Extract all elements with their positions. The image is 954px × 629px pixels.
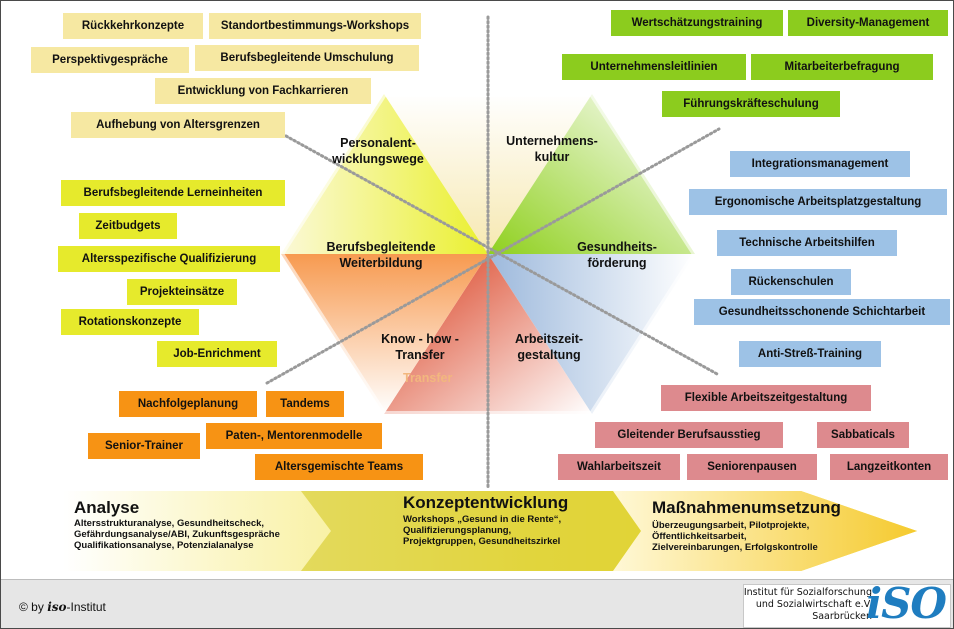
- tag-gleitender-berufsausstieg: Gleitender Berufsausstieg: [595, 422, 783, 448]
- segment-label-line: wicklungswege: [332, 152, 424, 166]
- tag-ergonomische-arbeitsplatzgestaltung: Ergonomische Arbeitsplatzgestaltung: [689, 189, 947, 215]
- tag-job-enrichment: Job-Enrichment: [157, 341, 277, 367]
- copyright-prefix: © by: [19, 600, 48, 614]
- segment-label-line: Transfer: [395, 348, 445, 362]
- tag-berufsbegleitende-lerneinheiten: Berufsbegleitende Lerneinheiten: [61, 180, 285, 206]
- tag-altersspezifische-qualifizierung: Altersspezifische Qualifizierung: [58, 246, 280, 272]
- tag-anti-stress-training: Anti-Streß-Training: [739, 341, 881, 367]
- tag-flexible-arbeitszeitgestaltung: Flexible Arbeitszeitgestaltung: [661, 385, 871, 411]
- segment-gesundheitsfoerderung: [488, 254, 695, 414]
- tag-mitarbeiterbefragung: Mitarbeiterbefragung: [751, 54, 933, 80]
- segment-label-line: kultur: [534, 150, 570, 164]
- institute-line: Institut für Sozialforschung: [743, 587, 872, 598]
- segment-unternehmenskultur: [488, 94, 695, 254]
- tag-diversity-management: Diversity-Management: [788, 10, 948, 36]
- segment-knowhow-transfer: [281, 254, 488, 414]
- footer: © by iso-Institut Institut für Sozialfor…: [1, 579, 953, 628]
- tag-altersgemischte-teams: Altersgemischte Teams: [255, 454, 423, 480]
- phase-text-analyse: Altersstrukturanalyse, Gesundheitscheck,…: [74, 518, 280, 551]
- tag-perspektivgespraeche: Perspektivgespräche: [31, 47, 189, 73]
- phase-title-analyse: Analyse: [74, 498, 140, 517]
- tag-fuehrungskraefteschulung: Führungskräfteschulung: [662, 91, 840, 117]
- phase-line: Altersstrukturanalyse, Gesundheitscheck,: [74, 518, 265, 529]
- tag-wertschaetzungstraining: Wertschätzungstraining: [611, 10, 783, 36]
- institute-line: und Sozialwirtschaft e.V.: [755, 599, 872, 610]
- segment-label-knowhow-transfer: Know - how - Transfer: [367, 331, 473, 363]
- copyright-brand: iso: [47, 600, 67, 614]
- phase-line: Öffentlichkeitsarbeit,: [652, 531, 747, 542]
- phase-line: Workshops „Gesund in die Rente“,: [403, 514, 562, 525]
- segment-label-line: Weiterbildung: [339, 256, 423, 270]
- segment-label-line: Personalent-: [340, 136, 416, 150]
- segment-label-line: Berufsbegleitende: [326, 240, 436, 254]
- phase-text-massnahmenumsetzung: Überzeugungsarbeit, Pilotprojekte, Öffen…: [652, 520, 818, 553]
- segment-label-personalentwicklung: Personalent- wicklungswege: [319, 135, 437, 167]
- tag-rotationskonzepte: Rotationskonzepte: [61, 309, 199, 335]
- tag-seniorenpausen: Seniorenpausen: [687, 454, 817, 480]
- institute-line: Saarbrücken: [812, 611, 872, 622]
- tag-zeitbudgets: Zeitbudgets: [79, 213, 177, 239]
- tag-entwicklung-von-fachkarrieren: Entwicklung von Fachkarrieren: [155, 78, 371, 104]
- tag-langzeitkonten: Langzeitkonten: [830, 454, 948, 480]
- segment-label-line: förderung: [587, 256, 647, 270]
- segment-label-line: Arbeitszeit-: [514, 332, 584, 346]
- tag-wahlarbeitszeit: Wahlarbeitszeit: [558, 454, 680, 480]
- copyright-notice: © by iso-Institut: [19, 600, 106, 614]
- segment-label-line: Know - how -: [381, 332, 459, 346]
- tag-technische-arbeitshilfen: Technische Arbeitshilfen: [717, 230, 897, 256]
- institute-name: Institut für Sozialforschung und Sozialw…: [742, 587, 872, 623]
- segment-label-line: gestaltung: [517, 348, 581, 362]
- tag-nachfolgeplanung: Nachfolgeplanung: [119, 391, 257, 417]
- copyright-suffix: -Institut: [66, 600, 106, 614]
- phase-line: Gefährdungsanalyse/ABI, Zukunftsgespräch…: [74, 529, 280, 540]
- tag-paten-mentorenmodelle: Paten-, Mentorenmodelle: [206, 423, 382, 449]
- phase-line: Zielvereinbarungen, Erfolgskontrolle: [652, 542, 818, 553]
- tag-tandems: Tandems: [266, 391, 344, 417]
- segment-label-gesundheitsfoerderung: Gesundheits- förderung: [561, 239, 673, 271]
- phase-line: Qualifizierungsplanung,: [403, 525, 512, 536]
- tag-berufsbegleitende-umschulung: Berufsbegleitende Umschulung: [195, 45, 419, 71]
- tag-sabbaticals: Sabbaticals: [817, 422, 909, 448]
- phase-title-konzeptentwicklung: Konzeptentwicklung: [403, 493, 569, 512]
- tag-rueckenschulen: Rückenschulen: [731, 269, 851, 295]
- phase-title-massnahmenumsetzung: Maßnahmenumsetzung: [652, 498, 841, 517]
- tag-standortbestimmungs-workshops: Standortbestimmungs-Workshops: [209, 13, 421, 39]
- institute-logo-box: Institut für Sozialforschung und Sozialw…: [742, 579, 951, 628]
- segment-ghost-label: Transfer: [403, 371, 453, 385]
- phase-line: Qualifikationsanalyse, Potenzialanalyse: [74, 540, 254, 551]
- tag-unternehmensleitlinien: Unternehmensleitlinien: [562, 54, 746, 80]
- segment-label-arbeitszeitgestaltung: Arbeitszeit- gestaltung: [493, 331, 605, 363]
- phase-line: Projektgruppen, Gesundheitszirkel: [403, 536, 561, 547]
- tag-projekteinsaetze: Projekteinsätze: [127, 279, 237, 305]
- tag-integrationsmanagement: Integrationsmanagement: [730, 151, 910, 177]
- phase-line: Überzeugungsarbeit, Pilotprojekte,: [652, 520, 810, 531]
- tag-aufhebung-von-altersgrenzen: Aufhebung von Altersgrenzen: [71, 112, 285, 138]
- tag-gesundheitsschonende-schichtarbeit: Gesundheitsschonende Schichtarbeit: [694, 299, 950, 325]
- tag-senior-trainer: Senior-Trainer: [88, 433, 200, 459]
- segment-weiterbildung: [281, 94, 488, 254]
- phase-text-konzeptentwicklung: Workshops „Gesund in die Rente“, Qualifi…: [403, 514, 561, 547]
- phase-arrow-umsetzung: [613, 491, 917, 571]
- segment-label-line: Gesundheits-: [577, 240, 657, 254]
- segment-label-unternehmenskultur: Unternehmens- kultur: [496, 133, 608, 165]
- segment-label-line: Unternehmens-: [506, 134, 598, 148]
- segment-label-weiterbildung: Berufsbegleitende Weiterbildung: [305, 239, 457, 271]
- dotted-divider-lines: [265, 15, 721, 491]
- tag-rueckkehrkonzepte: Rückkehrkonzepte: [63, 13, 203, 39]
- phase-arrow-konzept: [301, 491, 669, 571]
- hexagon-diagram: [63, 15, 917, 571]
- iso-logo: iSO: [866, 579, 947, 628]
